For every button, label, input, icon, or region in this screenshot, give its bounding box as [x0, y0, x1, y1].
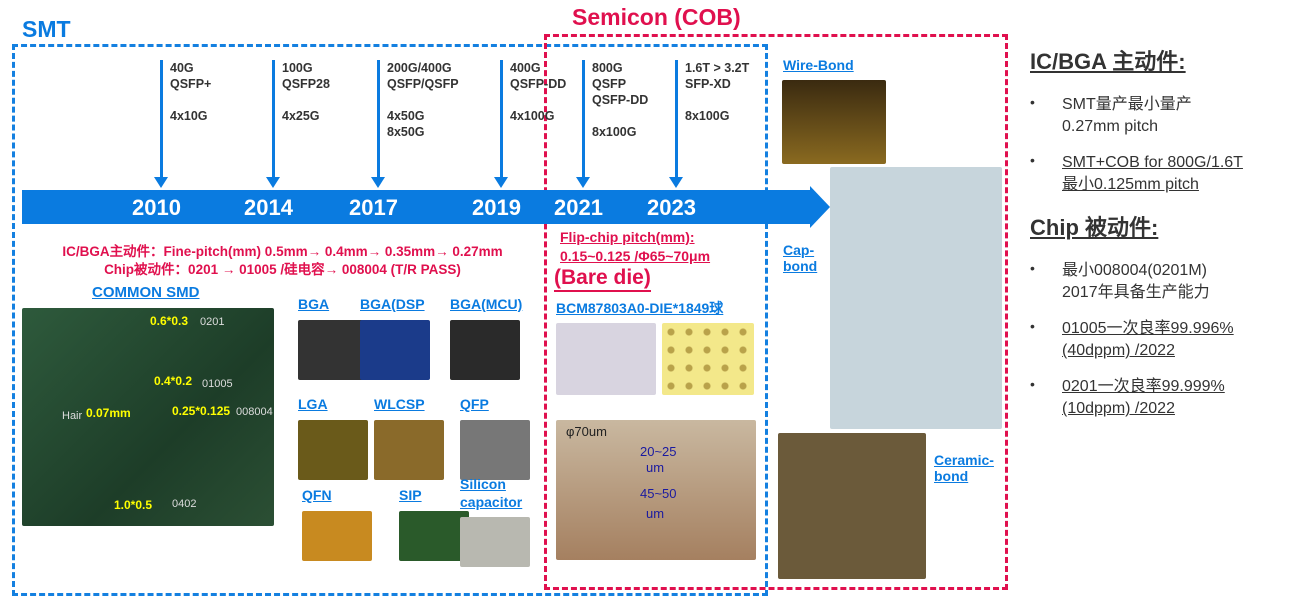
package-photo	[302, 511, 372, 561]
timeline-year: 2017	[349, 195, 398, 220]
smd-label: 0.07mm	[86, 406, 131, 420]
package-label: SIP	[399, 487, 422, 503]
bullet-text: 最小008004(0201M) 2017年具备生产能力	[1062, 262, 1210, 301]
bullet-item: •SMT+COB for 800G/1.6T 最小0.125mm pitch	[1030, 152, 1290, 196]
timeline-spec: 40G QSFP+ 4x10G	[170, 61, 212, 123]
package-label: QFN	[302, 487, 332, 503]
timeline-arrow	[576, 60, 590, 188]
flip-chip-note: Flip-chip pitch(mm):	[560, 229, 695, 245]
package-label: QFP	[460, 396, 489, 412]
package-label: BGA(MCU)	[450, 296, 523, 312]
ic-bga-heading: IC/BGA 主动件:	[1030, 49, 1186, 74]
die-name: BCM87803A0-DIE*1849球	[556, 300, 724, 316]
package-label: LGA	[298, 396, 328, 412]
wire-bond-photo	[782, 80, 886, 164]
smd-label: 01005	[202, 378, 233, 390]
package-photo	[360, 320, 430, 380]
smd-label: 0.6*0.3	[150, 314, 189, 328]
smd-label: 0.4*0.2	[154, 374, 193, 388]
timeline-arrow	[154, 60, 168, 188]
timeline-spec: 400G QSFP-DD 4x100G	[510, 61, 567, 123]
timeline-arrow	[494, 60, 508, 188]
smt-note-ic: IC/BGA主动件：Fine-pitch(mm) 0.5mm→ 0.4mm→ 0…	[62, 244, 503, 259]
common-smd-photo: 0.6*0.3 0201 0.4*0.2 01005 Hair 0.07mm 0…	[22, 308, 274, 526]
bullet-text: 0201一次良率99.999% (10dppm) /2022	[1062, 378, 1225, 417]
bullet-item: •最小008004(0201M) 2017年具备生产能力	[1030, 260, 1290, 304]
timeline-arrowhead	[810, 186, 830, 228]
cap-bond-photo	[830, 167, 1002, 429]
package-label: BGA(DSP	[360, 296, 425, 312]
smt-note-chip: Chip被动件：0201 → 01005 /硅电容→ 008004 (T/R P…	[104, 262, 461, 277]
smd-label: 1.0*0.5	[114, 498, 153, 512]
bump-label: um	[646, 460, 665, 475]
bare-die-label: (Bare die)	[554, 266, 651, 292]
timeline-spec: 1.6T > 3.2T SFP-XD 8x100G	[685, 61, 750, 123]
flip-chip-pitch: 0.15~0.125 /Φ65~70μm	[560, 248, 711, 264]
bump-label: φ70um	[566, 424, 607, 439]
package-photo	[374, 420, 444, 480]
timeline-arrow	[371, 60, 385, 188]
package-label: BGA	[298, 296, 330, 312]
cap-bond-label: Cap-bond	[783, 242, 818, 274]
timeline-year: 2014	[244, 195, 293, 220]
common-smd-label: COMMON SMD	[92, 284, 200, 301]
timeline-year: 2010	[132, 195, 181, 220]
bump-label: 45~50	[640, 486, 677, 501]
bullet-item: •SMT量产最小量产 0.27mm pitch	[1030, 94, 1290, 138]
bullet-item: •0201一次良率99.999% (10dppm) /2022	[1030, 376, 1290, 420]
package-label: WLCSP	[374, 396, 425, 412]
timeline-year: 2023	[647, 195, 696, 220]
timeline-spec: 100G QSFP28 4x25G	[282, 61, 330, 123]
timeline-year: 2021	[554, 195, 603, 220]
timeline-spec: 200G/400G QSFP/QSFP 4x50G 8x50G	[387, 61, 459, 139]
package-photo	[460, 420, 530, 480]
package-photo	[450, 320, 520, 380]
bump-cross-section-photo: φ70um 20~25 um 45~50 um	[556, 420, 756, 560]
bullet-text: 01005一次良率99.996% (40dppm) /2022	[1062, 320, 1234, 359]
smd-label: 0201	[200, 316, 225, 328]
bump-label: 20~25	[640, 444, 677, 459]
package-photo	[298, 420, 368, 480]
package-photo	[399, 511, 469, 561]
cob-region	[544, 34, 1008, 590]
package-label: Silicon capacitor	[460, 476, 523, 510]
ceramic-bond-label: Ceramic-bond	[934, 452, 994, 484]
ceramic-bond-photo	[778, 433, 926, 579]
cob-title: Semicon (COB)	[572, 4, 741, 30]
package-photo	[460, 517, 530, 567]
timeline-bar	[22, 190, 812, 224]
timeline-arrow	[266, 60, 280, 188]
smd-label: 0.25*0.125	[172, 404, 231, 418]
wire-bond-label: Wire-Bond	[783, 57, 854, 73]
package-photo	[298, 320, 368, 380]
timeline-arrow	[669, 60, 683, 188]
timeline-spec: 800G QSFP QSFP-DD 8x100G	[592, 61, 649, 139]
timeline-year: 2019	[472, 195, 521, 220]
chip-heading: Chip 被动件:	[1030, 215, 1159, 240]
smd-label: Hair	[62, 410, 83, 422]
bump-photo	[662, 323, 754, 395]
smt-region	[12, 44, 768, 596]
smd-label: 0402	[172, 498, 197, 510]
smd-label: 008004	[236, 406, 273, 418]
bump-label: um	[646, 506, 665, 521]
smt-title: SMT	[22, 16, 71, 42]
bullet-text: SMT+COB for 800G/1.6T 最小0.125mm pitch	[1062, 154, 1243, 193]
bullet-text: SMT量产最小量产 0.27mm pitch	[1062, 96, 1192, 135]
bullet-item: •01005一次良率99.996% (40dppm) /2022	[1030, 318, 1290, 362]
die-photo	[556, 323, 656, 395]
